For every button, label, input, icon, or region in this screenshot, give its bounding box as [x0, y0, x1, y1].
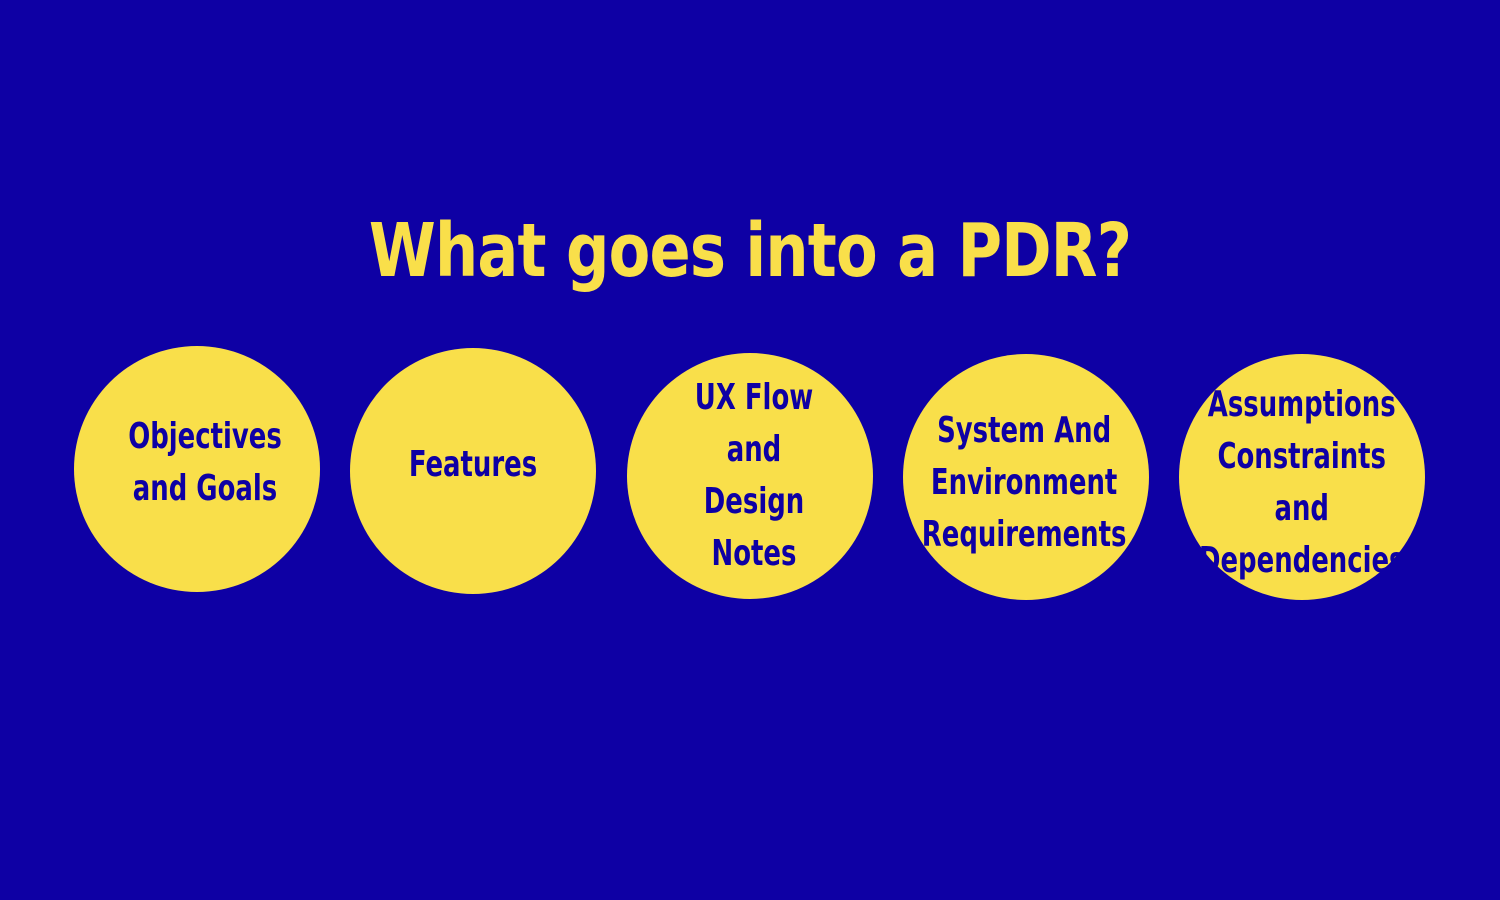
- topic-label-ux-flow: UX Flow and Design Notes: [694, 377, 814, 574]
- topic-circle-features: Features: [350, 348, 596, 594]
- topic-circle-ux-flow: UX Flow and Design Notes: [627, 353, 873, 599]
- topic-label-assumptions: Assumptions Constraints and Dependencies: [1199, 384, 1405, 581]
- topic-circle-assumptions: Assumptions Constraints and Dependencies: [1179, 354, 1425, 600]
- topic-label-objectives-and-goals: Objectives and Goals: [128, 416, 282, 509]
- topic-circle-system-requirements: System And Environment Requirements: [903, 354, 1149, 600]
- topic-circle-objectives-and-goals: Objectives and Goals: [74, 346, 320, 592]
- topic-label-features: Features: [408, 444, 538, 485]
- topic-label-system-requirements: System And Environment Requirements: [921, 410, 1127, 555]
- slide-title: What goes into a PDR?: [368, 208, 1132, 294]
